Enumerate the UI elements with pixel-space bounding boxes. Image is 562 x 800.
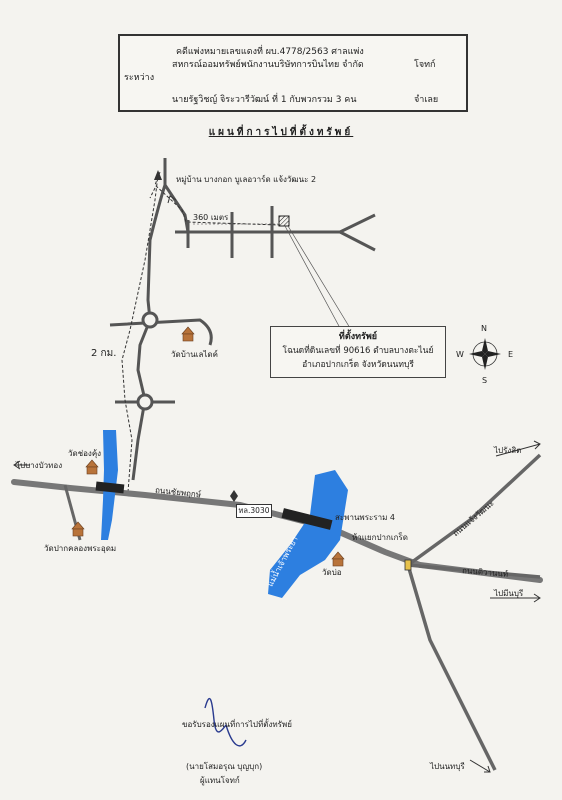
traffic-light-icon	[404, 559, 412, 571]
compass-n: N	[481, 324, 487, 333]
route-path	[121, 171, 281, 493]
signer-role: ผู้แทนโจทก์	[200, 776, 240, 785]
roundabout	[136, 393, 154, 411]
arrow-minburi-icon	[490, 593, 541, 603]
temple-icon	[181, 326, 195, 342]
temple-bo-label: วัดบ่อ	[322, 568, 342, 577]
compass-w: W	[456, 350, 464, 359]
bridge-label: สะพานพระราม 4	[335, 513, 395, 522]
property-heading: ที่ตั้งทรัพย์	[338, 332, 378, 342]
access-road	[109, 158, 213, 481]
property-info-box: ที่ตั้งทรัพย์ โฉนดที่ดินเลขที่ 90616 ตำบ…	[270, 326, 446, 378]
certify-text: ขอรับรองแผนที่การไปที่ตั้งทรัพย์	[182, 720, 292, 729]
bridge-canal	[95, 481, 125, 494]
temple-bankhlai-label: วัดบ้านเลไดค์	[171, 350, 218, 359]
map-title: แผนที่การไปที่ตั้งทรัพย์	[208, 127, 354, 138]
property-location: อำเภอปากเกร็ด จังหวัดนนทบุรี	[302, 360, 414, 370]
to-bang-bua-thong-label: ไปบางบัวทอง	[16, 461, 63, 470]
leader-line	[287, 225, 351, 329]
leader-line	[284, 225, 341, 329]
compass-icon	[469, 338, 501, 370]
compass-s: S	[482, 376, 488, 385]
village-pointer	[167, 195, 177, 204]
arrow-rangsit-icon	[495, 440, 541, 457]
to-rangsit-label: ไปรังสิต	[494, 446, 522, 455]
property-plot	[278, 215, 290, 227]
dist-360-label: 360 เมตร	[193, 213, 229, 222]
main-roads	[406, 453, 542, 771]
route-arrow	[154, 170, 162, 180]
temples	[71, 326, 345, 567]
dist-2km-label: 2 กม.	[91, 348, 117, 359]
plaintiff-name: สหกรณ์ออมทรัพย์พนักงานบริษัทการบินไทย จำ…	[172, 60, 364, 70]
between-label: ระหว่าง	[124, 73, 155, 83]
roundabout	[141, 311, 159, 329]
police-icon	[230, 490, 238, 502]
arrow-west-icon	[13, 460, 30, 470]
case-header-box: คดีแพ่งหมายเลขแดงที่ ผบ.4778/2563 ศาลแพ่…	[118, 34, 468, 112]
intersection-label: ห้าแยกปากเกร็ด	[352, 533, 408, 542]
village-label: หมู่บ้าน บางกอก บูเลอวาร์ด แจ้งวัฒนะ 2	[176, 175, 317, 184]
chao-phraya-river	[268, 470, 348, 598]
property-deed: โฉนดที่ดินเลขที่ 90616 ตำบลบางตะไนย์	[282, 346, 434, 356]
temple-icon	[331, 551, 345, 567]
route-number-tag: ทล.3030	[236, 504, 272, 518]
village-roads	[175, 206, 376, 258]
to-min-buri-label: ไปมีนบุรี	[494, 589, 524, 598]
temple-icon	[71, 521, 85, 537]
case-number: คดีแพ่งหมายเลขแดงที่ ผบ.4778/2563 ศาลแพ่…	[176, 47, 364, 57]
temple-icon	[85, 459, 99, 475]
temple-song-khung-label: วัดช่องคุ้ง	[68, 449, 102, 458]
arrow-nonthaburi-icon	[469, 759, 491, 773]
signature-mark	[204, 697, 247, 747]
defendant-name: นายรัฐวิชญ์ จิระวารีวัฒน์ ที่ 1 กับพวกรว…	[172, 95, 357, 105]
temple-pak-khlong-label: วัดปากคลองพระอุดม	[44, 544, 117, 553]
bridge-rama4	[281, 508, 333, 530]
signer-name: (นายโสมอรุณ บุญบุก)	[186, 762, 263, 771]
defendant-role: จำเลย	[414, 95, 439, 105]
to-nonthaburi-label: ไปนนทบุรี	[430, 762, 465, 771]
compass-e: E	[508, 350, 514, 359]
plaintiff-role: โจทก์	[414, 60, 436, 70]
